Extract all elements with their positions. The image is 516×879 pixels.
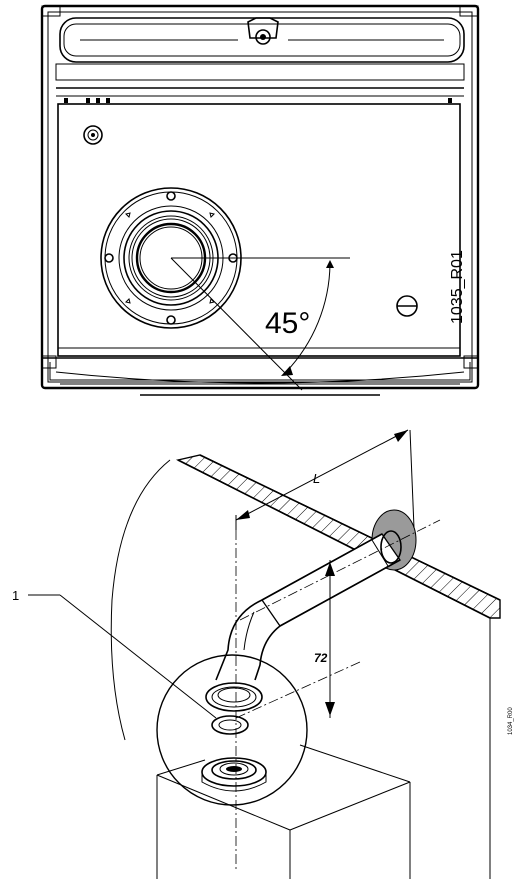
- detail-magnifier: [156, 654, 308, 806]
- boiler-box: [156, 744, 411, 879]
- boiler-casing: [40, 4, 480, 390]
- angle-arc: [285, 263, 331, 373]
- angle-line: [170, 257, 303, 391]
- panel-screw: [83, 125, 103, 145]
- boiler-top-view: 45° 1035_R01: [40, 4, 480, 396]
- front-panel: [57, 103, 461, 357]
- flue-installation-view: L 72 1 1034_R00: [12, 429, 514, 879]
- vessel-valve: [255, 29, 271, 45]
- dimension-height: 72: [314, 560, 335, 718]
- top-drawing-code: 1035_R01: [449, 250, 466, 324]
- wall-outline: [110, 459, 171, 741]
- callout-1: 1: [12, 588, 217, 719]
- callout-label: 1: [12, 588, 19, 603]
- length-label: L: [313, 471, 320, 486]
- boiler-casing-inner: [47, 11, 473, 383]
- dimension-length: L: [235, 429, 415, 530]
- iso-drawing-code: 1034_R00: [508, 707, 514, 735]
- angle-label: 45°: [265, 307, 310, 340]
- height-label: 72: [314, 651, 328, 665]
- gasket-part: [211, 715, 249, 735]
- axis-horizontal: [239, 519, 441, 621]
- expansion-vessel: [59, 17, 465, 63]
